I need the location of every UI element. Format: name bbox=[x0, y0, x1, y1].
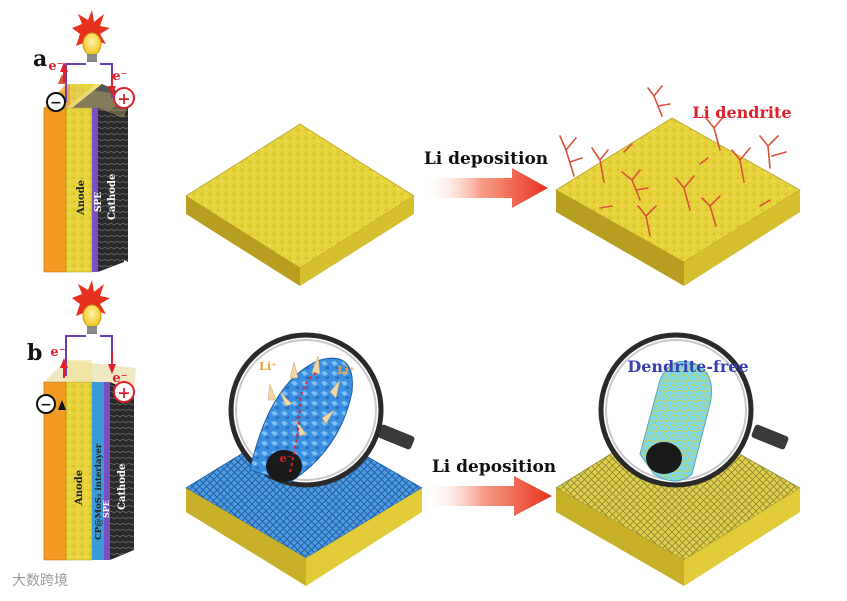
electron-right-a: e⁻ bbox=[112, 69, 127, 84]
panel-a: Anode SPE Cathode − + e⁻ e⁻ bbox=[44, 10, 800, 286]
lithium-ion-right: Li⁺ bbox=[337, 364, 355, 377]
result-label-b: Dendrite-free bbox=[627, 357, 748, 376]
magnifier-handle bbox=[377, 424, 416, 450]
panel-letter-b: b bbox=[27, 340, 42, 366]
lithium-slab-before-a bbox=[186, 124, 414, 286]
plus-sign-a: + bbox=[117, 89, 130, 108]
cathode-label-b: Cathode bbox=[117, 464, 128, 510]
electron-in-lens: e⁻ bbox=[280, 452, 293, 465]
magnifier-handle bbox=[751, 424, 790, 450]
spe-label-a: SPE bbox=[94, 192, 104, 212]
electron-left-b: e⁻ bbox=[50, 345, 65, 360]
panel-letter-a: a bbox=[33, 46, 47, 72]
process-label-a: Li deposition bbox=[424, 149, 548, 169]
panel-b: Anode CP@MoS₂ interlayer SPE Cathode − +… bbox=[37, 280, 800, 586]
electron-right-b: e⁻ bbox=[112, 371, 127, 386]
spe-label-b: SPE bbox=[101, 500, 111, 518]
process-label-b: Li deposition bbox=[432, 457, 556, 477]
anode-label-a: Anode bbox=[76, 180, 87, 216]
electron-left-a: e⁻ bbox=[48, 59, 63, 74]
process-arrow-a bbox=[424, 168, 548, 208]
process-arrow-b bbox=[424, 476, 552, 516]
minus-sign-b: − bbox=[40, 397, 52, 413]
result-label-a: Li dendrite bbox=[692, 103, 791, 122]
watermark: 大数跨境 bbox=[12, 570, 68, 590]
minus-sign-a: − bbox=[50, 95, 62, 111]
anode-label-b: Anode bbox=[74, 470, 85, 506]
magnifier-before-b: Li⁺ Li⁺ e⁻ bbox=[231, 335, 415, 485]
interlayer-label-b: CP@MoS₂ interlayer bbox=[94, 443, 104, 540]
cathode-label-a: Cathode bbox=[107, 174, 118, 220]
lithium-ion-left: Li⁺ bbox=[259, 360, 277, 373]
